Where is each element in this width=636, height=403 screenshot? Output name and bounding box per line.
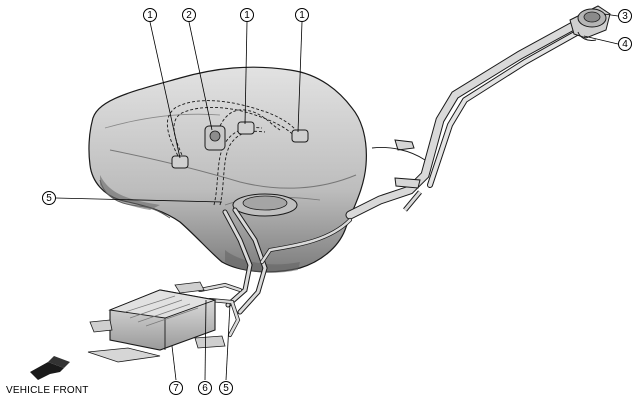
callout-3: 3 (618, 9, 632, 23)
rollover-valve-left (171, 155, 189, 169)
svg-text:5: 5 (46, 193, 52, 204)
fuel-level-valve (204, 125, 226, 151)
pipe-bracket (371, 139, 426, 189)
svg-text:7: 7 (173, 383, 179, 394)
svg-text:1: 1 (244, 10, 250, 21)
vehicle-front-label: VEHICLE FRONT (6, 385, 89, 396)
charcoal-canister (87, 281, 226, 363)
svg-text:1: 1 (147, 10, 153, 21)
callout-1-center: 1 (240, 8, 254, 22)
evap-pipes (198, 207, 352, 337)
svg-text:1: 1 (299, 10, 305, 21)
svg-text:3: 3 (622, 11, 628, 22)
fuel-tank (88, 66, 367, 273)
callout-4: 4 (618, 37, 632, 51)
callout-1-left: 1 (143, 8, 157, 22)
svg-text:4: 4 (622, 39, 628, 50)
callout-7: 7 (169, 381, 183, 395)
fuel-filler-neck (569, 5, 611, 41)
callout-2: 2 (182, 8, 196, 22)
leader-lines (55, 13, 619, 381)
callout-5-bottom: 5 (219, 381, 233, 395)
svg-text:6: 6 (202, 383, 208, 394)
svg-text:2: 2 (186, 10, 192, 21)
callout-6: 6 (198, 381, 212, 395)
fuel-filler-pipe (345, 20, 585, 220)
callout-1-right: 1 (295, 8, 309, 22)
rollover-valve-right (291, 129, 309, 143)
callout-5-left: 5 (42, 191, 56, 205)
rollover-valve-center (237, 121, 255, 135)
svg-text:5: 5 (223, 383, 229, 394)
vehicle-front-arrow-icon (30, 356, 70, 380)
